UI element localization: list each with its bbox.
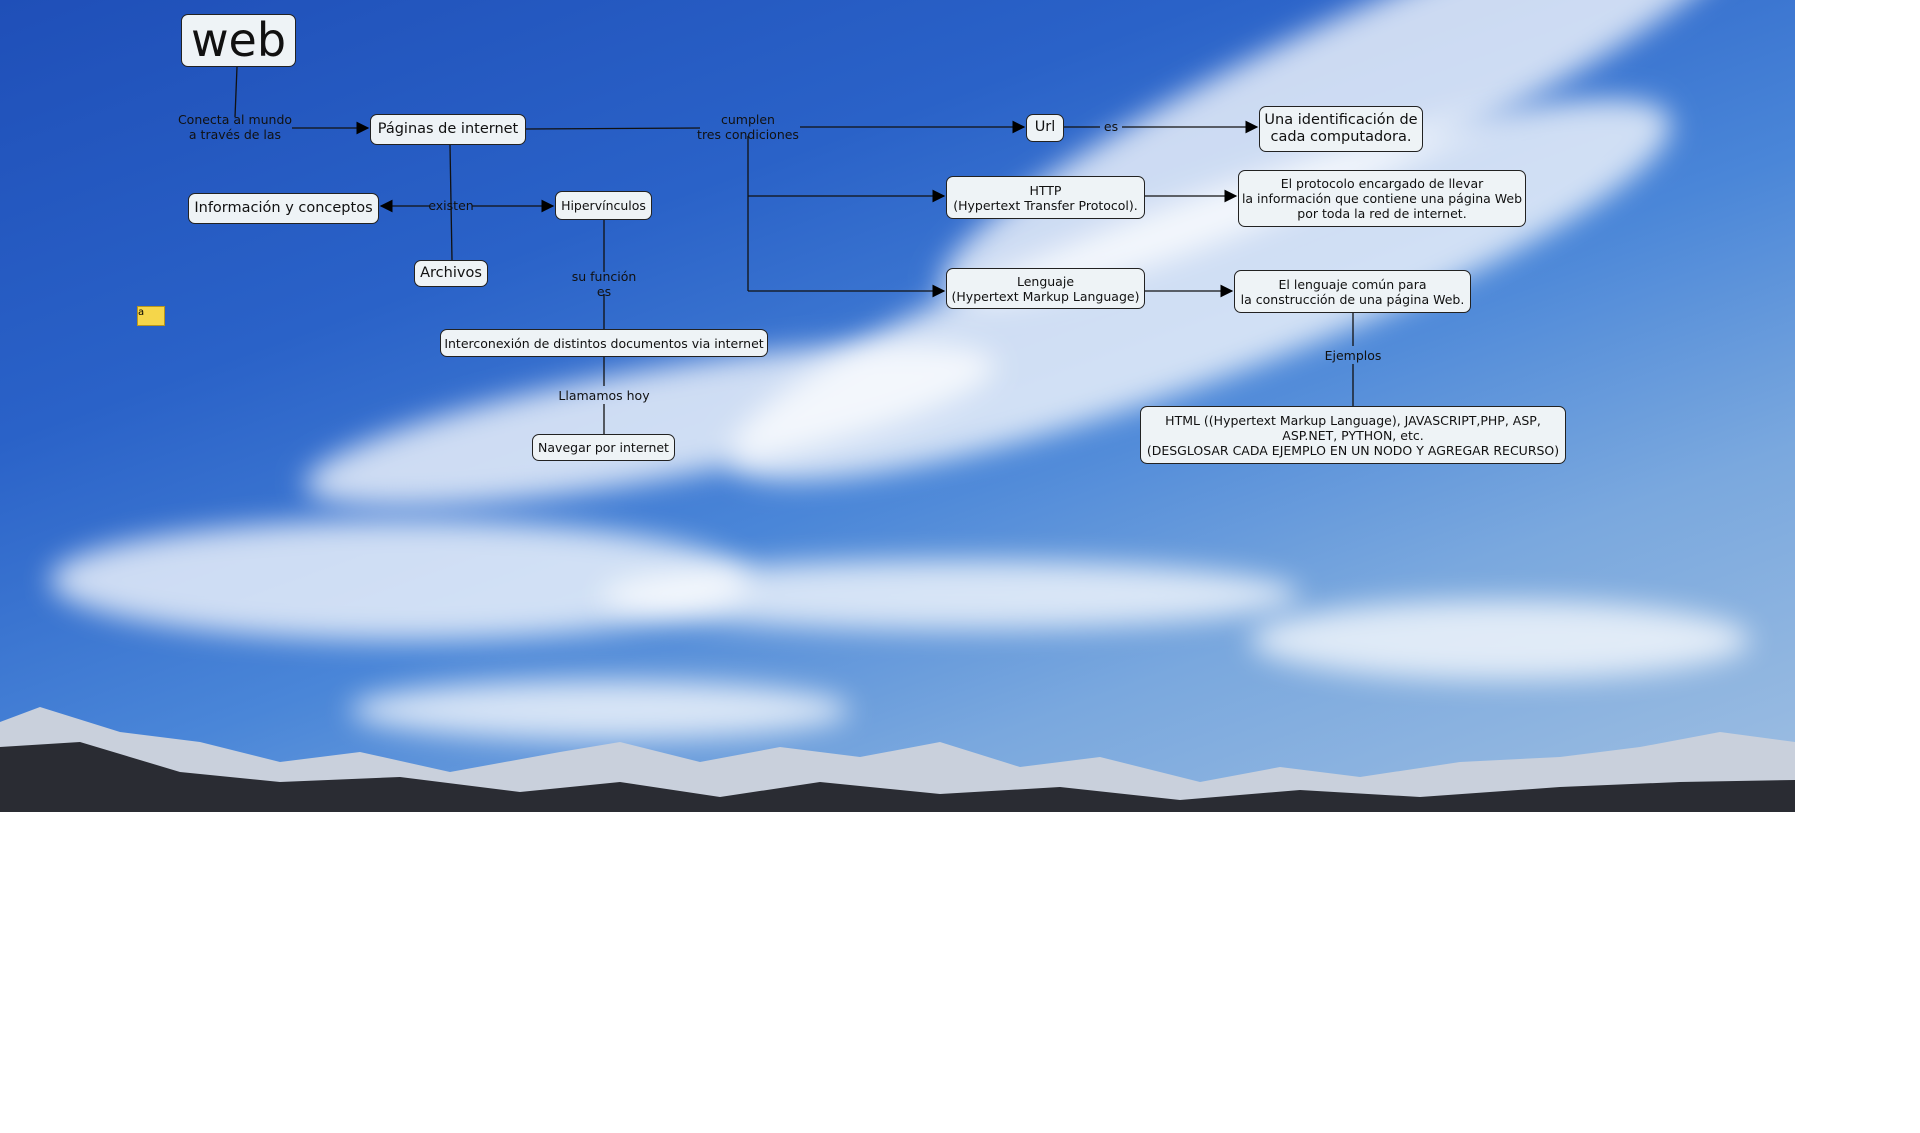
connector-lines xyxy=(234,66,1354,434)
node-protocolo[interactable]: El protocolo encargado de llevar la info… xyxy=(1238,170,1526,227)
link-label-conecta: Conecta al mundo a través de las xyxy=(177,112,293,142)
note-icon-letter: a xyxy=(138,307,145,318)
link-label-es: es xyxy=(1103,119,1119,134)
link-label-existen: existen xyxy=(428,198,474,213)
node-hipervinculos[interactable]: Hipervínculos xyxy=(555,191,652,220)
node-navegar-por-internet[interactable]: Navegar por internet xyxy=(532,434,675,461)
link-label-ejemplos: Ejemplos xyxy=(1324,348,1382,363)
node-archivos[interactable]: Archivos xyxy=(414,260,488,287)
node-paginas-de-internet[interactable]: Páginas de internet xyxy=(370,114,526,145)
node-lenguaje[interactable]: Lenguaje (Hypertext Markup Language) xyxy=(946,268,1145,309)
node-url[interactable]: Url xyxy=(1026,114,1064,142)
node-interconexion[interactable]: Interconexión de distintos documentos vi… xyxy=(440,329,768,357)
node-http[interactable]: HTTP (Hypertext Transfer Protocol). xyxy=(946,176,1145,219)
node-lenguaje-comun[interactable]: El lenguaje común para la construcción d… xyxy=(1234,270,1471,313)
node-ejemplos-lista[interactable]: HTML ((Hypertext Markup Language), JAVAS… xyxy=(1140,406,1566,464)
node-informacion-y-conceptos[interactable]: Información y conceptos xyxy=(188,193,379,224)
link-label-llamamos-hoy: Llamamos hoy xyxy=(558,388,650,403)
link-label-su-funcion: su función es xyxy=(571,269,637,299)
node-identificacion[interactable]: Una identificación de cada computadora. xyxy=(1259,106,1423,152)
mountains xyxy=(0,707,1795,812)
link-label-cumplen: cumplen tres condiciones xyxy=(697,112,799,142)
annotation-note-icon[interactable]: a xyxy=(137,306,165,326)
node-web[interactable]: web xyxy=(181,13,296,67)
